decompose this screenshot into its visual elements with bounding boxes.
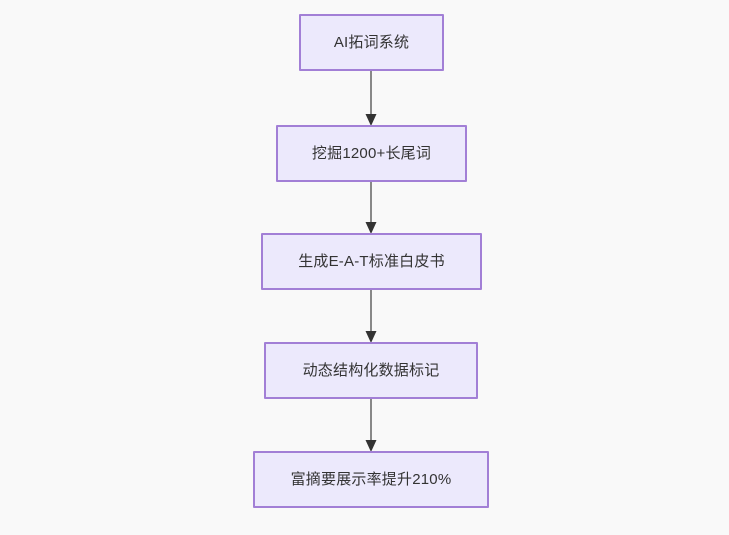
node-label: 富摘要展示率提升210% [290, 470, 452, 488]
edge-n1-n2 [365, 71, 377, 126]
flowchart-node-mine-longtail-keywords[interactable]: 挖掘1200+长尾词 [276, 125, 467, 182]
node-label: 挖掘1200+长尾词 [311, 144, 432, 162]
node-label: 生成E-A-T标准白皮书 [298, 252, 445, 270]
edge-n2-n3 [365, 182, 377, 234]
flowchart-node-dynamic-structured-data-markup[interactable]: 动态结构化数据标记 [264, 342, 478, 399]
flowchart-node-rich-snippet-uplift[interactable]: 富摘要展示率提升210% [253, 451, 489, 508]
node-label: AI拓词系统 [333, 33, 410, 51]
node-label: 动态结构化数据标记 [302, 361, 440, 379]
flowchart-node-ai-keyword-system[interactable]: AI拓词系统 [299, 14, 444, 71]
edge-n3-n4 [365, 290, 377, 343]
flowchart-node-generate-eat-whitepaper[interactable]: 生成E-A-T标准白皮书 [261, 233, 482, 290]
edge-n4-n5 [365, 399, 377, 452]
